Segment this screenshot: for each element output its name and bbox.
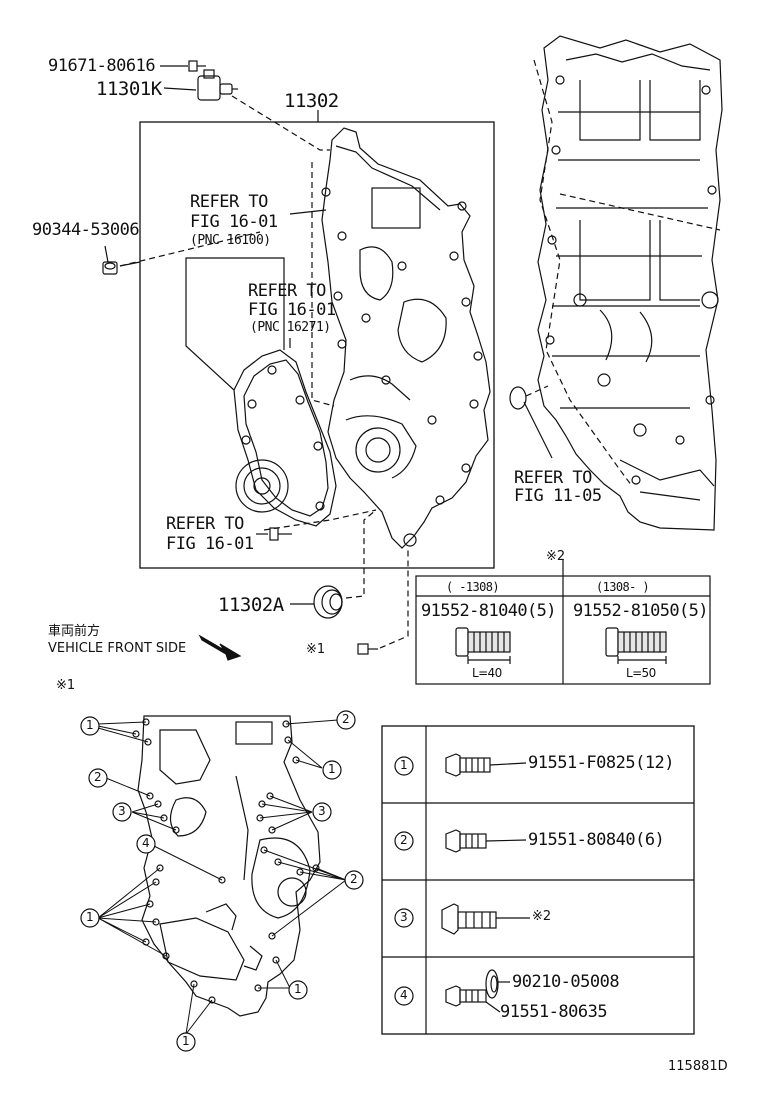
nut-90344-icon (102, 261, 118, 275)
legend-circles (394, 756, 414, 1006)
leader-refer4 (523, 401, 553, 459)
callout-1: 1 (86, 718, 94, 732)
legend-part-1: 91551-F0825(12) (528, 753, 675, 773)
timing-cover-icon (321, 127, 491, 549)
callout-leaders (97, 719, 347, 1035)
refer2-line3: (PNC 16271) (250, 320, 331, 335)
oil-seal-icon (313, 585, 343, 619)
table-col1-range: ( -1308) (446, 580, 500, 594)
bolt-icon-row1 (445, 753, 527, 777)
bolt-note1-icon (357, 643, 378, 655)
bolt-length-table (415, 560, 711, 685)
leader-bolt-dashed (379, 548, 409, 649)
table-col2-range: (1308- ) (596, 580, 650, 594)
vehicle-front-jp: 車両前方 (48, 624, 101, 639)
leader-11301k (163, 87, 197, 91)
engine-block-icon (537, 35, 723, 531)
assembly-box (139, 121, 495, 569)
leader-refer1-bracket (185, 257, 235, 391)
o-ring-icon (509, 386, 527, 410)
table-col2-length: L=50 (626, 666, 656, 680)
table-col2-part: 91552-81050(5) (573, 601, 708, 621)
callout-1: 1 (86, 910, 94, 924)
flange-bolt-50-icon (605, 627, 667, 664)
refer1-line2: FIG 16-01 (190, 212, 278, 232)
refer2-line2: FIG 16-01 (248, 300, 336, 320)
engine-dashed-line (559, 193, 721, 231)
legend-num-4: 4 (400, 988, 408, 1002)
callout-2: 2 (342, 712, 350, 726)
refer3-line1: REFER TO (166, 514, 244, 534)
table-col1-part: 91552-81040(5) (421, 601, 556, 621)
leader-pump-dashed (263, 509, 377, 531)
vehicle-front-en: VEHICLE FRONT SIDE (48, 641, 187, 656)
callout-3: 3 (118, 804, 126, 818)
part-90344-label: 90344-53006 (32, 220, 140, 240)
legend-num-2: 2 (400, 833, 408, 847)
bolt-91671-icon (188, 60, 206, 72)
leader-90344-dashed (119, 231, 261, 267)
refer3-line2: FIG 16-01 (166, 534, 254, 554)
note2-mark: ※2 (546, 549, 566, 564)
part-11301k-label: 11301K (96, 78, 162, 100)
table-col1-length: L=40 (472, 666, 502, 680)
bolt-holes (132, 718, 320, 1004)
refer1-line3: (PNC 16100) (190, 233, 271, 248)
bolt-icon-row3 (441, 903, 530, 935)
leader-90344-b (119, 261, 141, 267)
bolt-icon-row2 (445, 829, 527, 853)
callout-1: 1 (182, 1034, 190, 1048)
part-91671-label: 91671-80616 (48, 56, 156, 76)
leader-90344 (104, 245, 109, 263)
leader-center-dashed (311, 162, 335, 407)
engine-dashed-outline (533, 59, 633, 487)
leader-refer1-cover (289, 209, 327, 215)
bolt-washer-icon-row4 (445, 969, 510, 1013)
refer2-line1: REFER TO (248, 281, 326, 301)
legend-num-1: 1 (400, 758, 408, 772)
leader-oring-dashed (525, 385, 549, 397)
refer4-line2: FIG 11-05 (514, 486, 602, 506)
legend-part-2: 91551-80840(6) (528, 830, 665, 850)
callout-circles (80, 710, 364, 1052)
callout-2: 2 (350, 872, 358, 886)
callout-3: 3 (318, 804, 326, 818)
legend-part-3: ※2 (532, 909, 552, 924)
callout-2: 2 (94, 770, 102, 784)
figure-id: 115881D (668, 1059, 728, 1074)
leader-refer1-branch (234, 257, 285, 350)
leader-sensor-dashed (231, 95, 330, 151)
bolt-refer3-icon (269, 527, 292, 541)
vehicle-front-arrow-icon (198, 634, 242, 661)
callout-4: 4 (142, 836, 150, 850)
water-pump-icon (233, 349, 337, 527)
bottom-note1-mark: ※1 (56, 678, 76, 693)
refer1-line1: REFER TO (190, 192, 268, 212)
bolt-pattern-diagram (137, 715, 321, 1017)
cam-sensor-icon (197, 69, 238, 101)
callout-1: 1 (328, 762, 336, 776)
leader-seal-dashed (345, 509, 377, 599)
legend-table (381, 725, 695, 1035)
refer4-line1: REFER TO (514, 468, 592, 488)
callout-1: 1 (294, 982, 302, 996)
flange-bolt-40-icon (455, 627, 511, 664)
part-11302a-label: 11302A (218, 594, 284, 616)
part-11302-label: 11302 (284, 90, 339, 112)
legend-part-4b: 91551-80635 (500, 1002, 608, 1022)
legend-num-3: 3 (400, 910, 408, 924)
bolt-note1-mark: ※1 (306, 642, 326, 657)
legend-part-4a: 90210-05008 (512, 972, 620, 992)
